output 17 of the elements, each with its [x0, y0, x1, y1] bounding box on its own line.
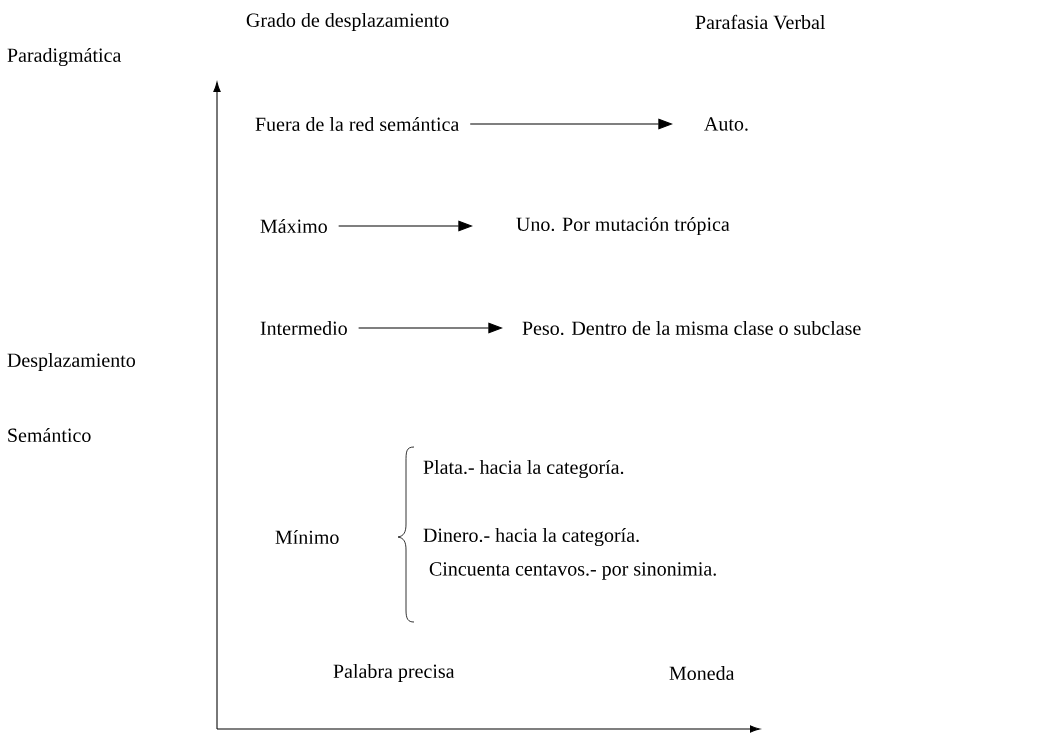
- text-label: Grado de desplazamiento: [246, 12, 449, 32]
- text-label: Peso. Dentro de la misma clase o subclase: [522, 320, 861, 336]
- text-label: Semántico: [8, 427, 91, 443]
- text-label: Máximo: [260, 218, 327, 234]
- text-label: Intermedio: [260, 321, 347, 336]
- text-label: Parafasia Verbal: [695, 14, 826, 30]
- text-label: Auto.: [704, 117, 748, 131]
- text-label: Fuera de la red semántica: [255, 116, 460, 132]
- text-label: Paradigmática: [7, 47, 122, 67]
- text-label: Cincuenta centavos.- por sinonimia.: [429, 562, 716, 580]
- text-label: Desplazamiento: [7, 352, 136, 372]
- text-label: Uno. Por mutación trópica: [516, 216, 730, 236]
- text-label: Moneda: [669, 666, 735, 681]
- text-label: Plata.- hacia la categoría.: [423, 459, 624, 479]
- text-label: Mínimo: [275, 529, 339, 545]
- text-label: Palabra precisa: [333, 663, 455, 683]
- text-label: Dinero.- hacia la categoría.: [423, 527, 639, 547]
